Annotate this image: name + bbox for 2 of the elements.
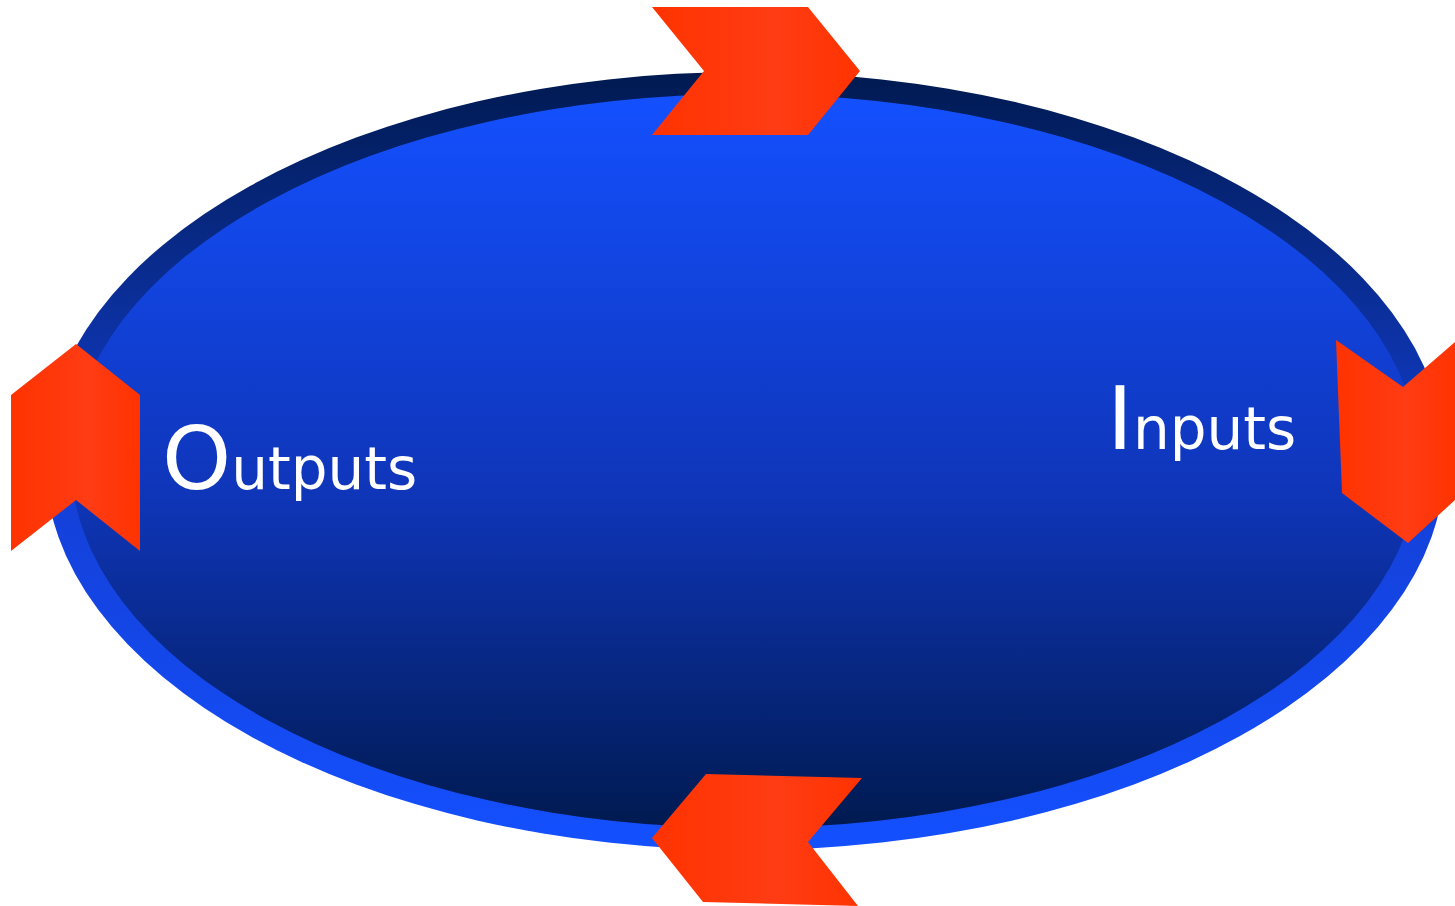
node-label: Inputs — [1107, 375, 1297, 463]
node-label: Outputs — [162, 415, 418, 503]
